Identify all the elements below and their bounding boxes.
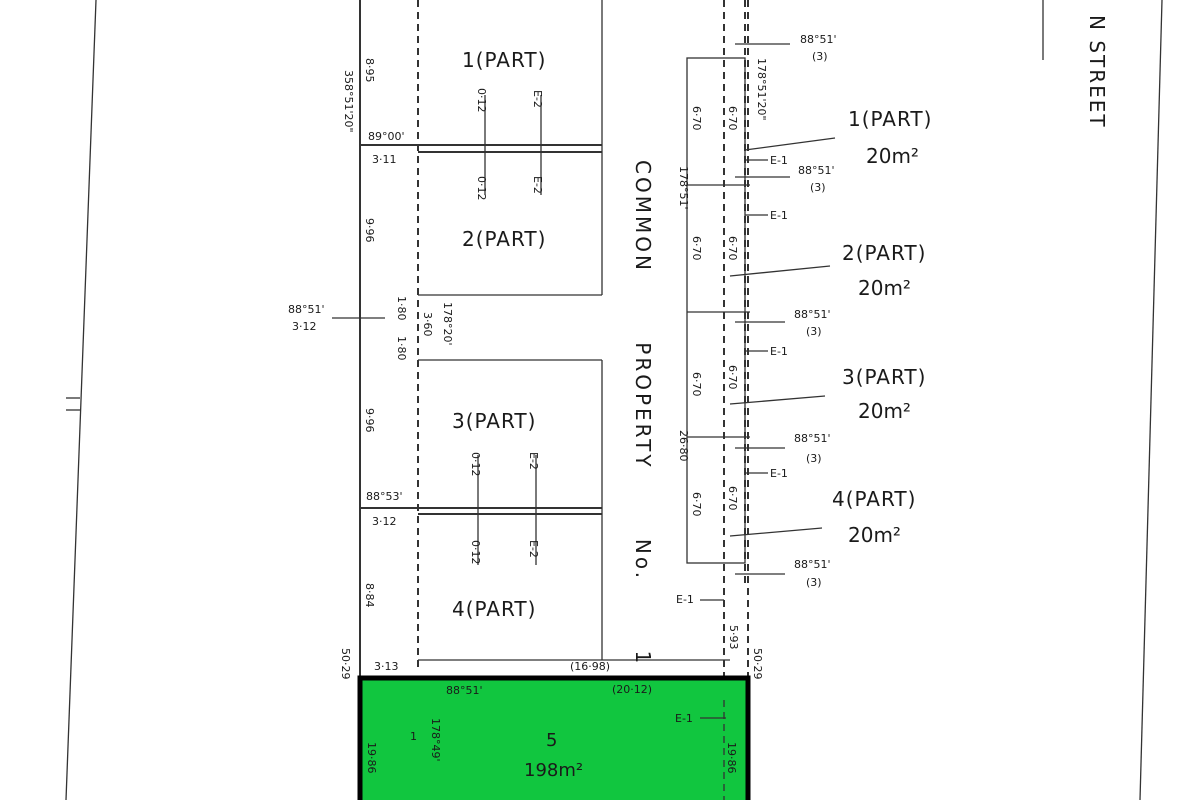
easement-label-3: E-1 [770, 345, 788, 358]
lot-5-highlight[interactable] [357, 675, 751, 800]
left-bearing-2: 89°00' [368, 130, 405, 143]
right-boundary-line [1139, 0, 1163, 800]
lot1-dim-b: E-2 [531, 90, 544, 108]
easement-label-1: E-1 [770, 154, 788, 167]
right-strip-dim-7: 6·70 [690, 492, 703, 517]
right-lot-2-leader [729, 265, 831, 277]
lot-5-dim-left: 19·86 [365, 742, 378, 774]
left-lot-3-label: 3(PART) [452, 409, 536, 433]
right-bearing-4: 88°51' [798, 164, 835, 177]
common-property-label: COMMON PROPERTY No. 1 [631, 160, 655, 666]
right-strip-dim-8: 6·70 [726, 486, 739, 511]
lot4-dim-b: E-2 [527, 540, 540, 558]
right-bearing-6: 88°51' [794, 432, 831, 445]
left-lot-1-label: 1(PART) [462, 48, 546, 72]
lot2-dim-b: E-2 [531, 176, 544, 194]
lot3-dim-b: E-2 [527, 452, 540, 470]
right-total-dim: 26·80 [677, 430, 690, 462]
left-bearing-3: 88°51' [288, 303, 325, 316]
left-dim-7: 3·60 [421, 312, 434, 337]
left-dim-6: 1·80 [395, 336, 408, 361]
lot-5-note: 1 [410, 730, 417, 743]
right-lot-2-area: 20m² [858, 276, 911, 300]
right-lot-1-label: 1(PART) [848, 107, 932, 131]
lot-5-dim-right: 19·86 [725, 742, 738, 774]
lot2-dim-a: 0·12 [475, 176, 488, 201]
right-strip-dim-4: 6·70 [726, 236, 739, 261]
right-lots-outline [686, 57, 746, 564]
right-bearing-strip: 178°51' [677, 166, 690, 210]
left-dim-11: 50·29 [339, 648, 352, 680]
left-boundary-line [65, 0, 97, 800]
right-note-3: (3) [806, 325, 822, 338]
right-lot-1-leader [744, 137, 836, 151]
left-bearing-4: 178°20' [441, 302, 454, 346]
left-dim-2: 3·11 [372, 153, 397, 166]
lot4-dim-a: 0·12 [469, 540, 482, 565]
right-lot-3-area: 20m² [858, 399, 911, 423]
left-dim-5: 1·80 [395, 296, 408, 321]
left-dim-8: 9·96 [363, 408, 376, 433]
left-bearing: 358°51'20" [342, 70, 355, 133]
right-strip-dim-2: 6·70 [726, 106, 739, 131]
left-bearing-5: 88°53' [366, 490, 403, 503]
right-note-1: (3) [812, 50, 828, 63]
right-dim-593: 5·93 [727, 625, 740, 650]
left-dim-4: 3·12 [292, 320, 317, 333]
right-bearing-vertical: 178°51'20" [755, 58, 768, 121]
right-strip-dim-1: 6·70 [690, 106, 703, 131]
lot-5-easement: E-1 [675, 712, 693, 725]
easement-label-4: E-1 [770, 467, 788, 480]
right-note-5: (3) [806, 576, 822, 589]
right-lot-4-area: 20m² [848, 523, 901, 547]
right-lot-3-label: 3(PART) [842, 365, 926, 389]
left-lot-4-label: 4(PART) [452, 597, 536, 621]
lot-5-area: 198m² [524, 760, 583, 781]
lot-5-bearing: 88°51' [446, 684, 483, 697]
right-dim-5029: 50·29 [751, 648, 764, 680]
right-bearing-1: 88°51' [800, 33, 837, 46]
left-dim-1: 8·95 [363, 58, 376, 83]
lot1-dim-a: 0·12 [475, 88, 488, 113]
right-bearing-7: 88°51' [794, 558, 831, 571]
right-strip-dim-6: 6·70 [726, 365, 739, 390]
lot-5-bearing-2: 178°49' [429, 718, 442, 762]
easement-label-5: E-1 [676, 593, 694, 606]
left-lot-2-label: 2(PART) [462, 227, 546, 251]
easement-label-2: E-1 [770, 209, 788, 222]
right-lot-1-area: 20m² [866, 144, 919, 168]
right-note-2: (3) [810, 181, 826, 194]
right-strip-dim-5: 6·70 [690, 372, 703, 397]
lot-5-label: 5 [546, 730, 557, 751]
lot-5-dim-top: (20·12) [612, 683, 652, 696]
right-bearing-5: 88°51' [794, 308, 831, 321]
right-strip-dim-3: 6·70 [690, 236, 703, 261]
street-name: N STREET [1085, 15, 1109, 129]
left-dim-13: (16·98) [570, 660, 610, 673]
left-dim-12: 3·13 [374, 660, 399, 673]
lot3-dim-a: 0·12 [469, 452, 482, 477]
right-lot-4-leader [729, 527, 823, 537]
right-note-4: (3) [806, 452, 822, 465]
left-dim-10: 8·84 [363, 583, 376, 608]
right-lot-4-label: 4(PART) [832, 487, 916, 511]
right-lot-3-leader [729, 395, 826, 405]
right-lot-2-label: 2(PART) [842, 241, 926, 265]
left-dim-3: 9·96 [363, 218, 376, 243]
left-dim-9: 3·12 [372, 515, 397, 528]
